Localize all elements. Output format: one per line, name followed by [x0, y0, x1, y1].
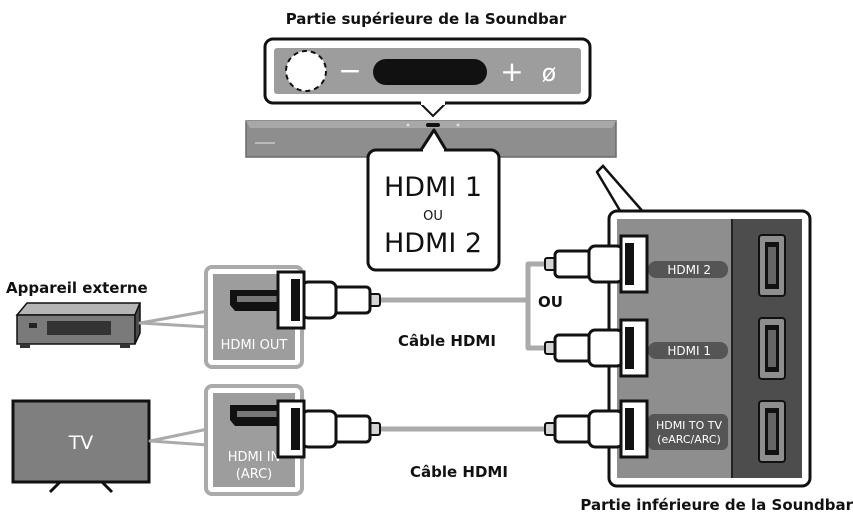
hdmi-callout: HDMI 1 OU HDMI 2	[366, 128, 501, 272]
hdmi-port-2	[758, 234, 786, 297]
hdmi-in-label: HDMI IN	[228, 450, 281, 465]
plus-icon: +	[500, 55, 523, 88]
mic-off-icon: ø	[542, 59, 557, 87]
port-label-hdmi2: HDMI 2	[667, 263, 711, 277]
callout-or: OU	[423, 209, 443, 224]
power-icon	[290, 55, 322, 87]
hdmi-port-to-tv	[758, 400, 786, 463]
hdmi-plug-external	[276, 270, 382, 330]
cable-label-lower: Câble HDMI	[410, 463, 508, 481]
port-label-earc: (eARC/ARC)	[657, 433, 721, 446]
control-panel-closeup: − + ø	[263, 37, 592, 118]
callout-hdmi1: HDMI 1	[384, 172, 482, 203]
hdmi-plug-soundbar-1	[543, 318, 649, 378]
minus-icon: −	[338, 54, 361, 87]
hdmi-plug-soundbar-tv	[543, 399, 649, 459]
hdmi-plug-tv	[276, 399, 382, 459]
external-device	[15, 302, 142, 348]
tv: TV	[11, 399, 151, 494]
top-title: Partie supérieure de la Soundbar	[286, 10, 567, 28]
external-device-label: Appareil externe	[6, 279, 148, 297]
arc-label: (ARC)	[236, 467, 273, 482]
cable-or-label: OU	[538, 293, 563, 311]
port-label-hdmi-to-tv: HDMI TO TV	[656, 419, 723, 432]
callout-hdmi2: HDMI 2	[384, 228, 482, 259]
display-window	[373, 59, 487, 85]
hdmi-out-label: HDMI OUT	[221, 338, 288, 353]
port-label-hdmi1: HDMI 1	[667, 344, 711, 358]
hdmi-plug-soundbar-2	[543, 234, 649, 294]
cable-label-upper: Câble HDMI	[398, 332, 496, 350]
bottom-title: Partie inférieure de la Soundbar	[580, 496, 853, 514]
hdmi-port-1	[758, 317, 786, 380]
tv-label: TV	[68, 432, 94, 454]
